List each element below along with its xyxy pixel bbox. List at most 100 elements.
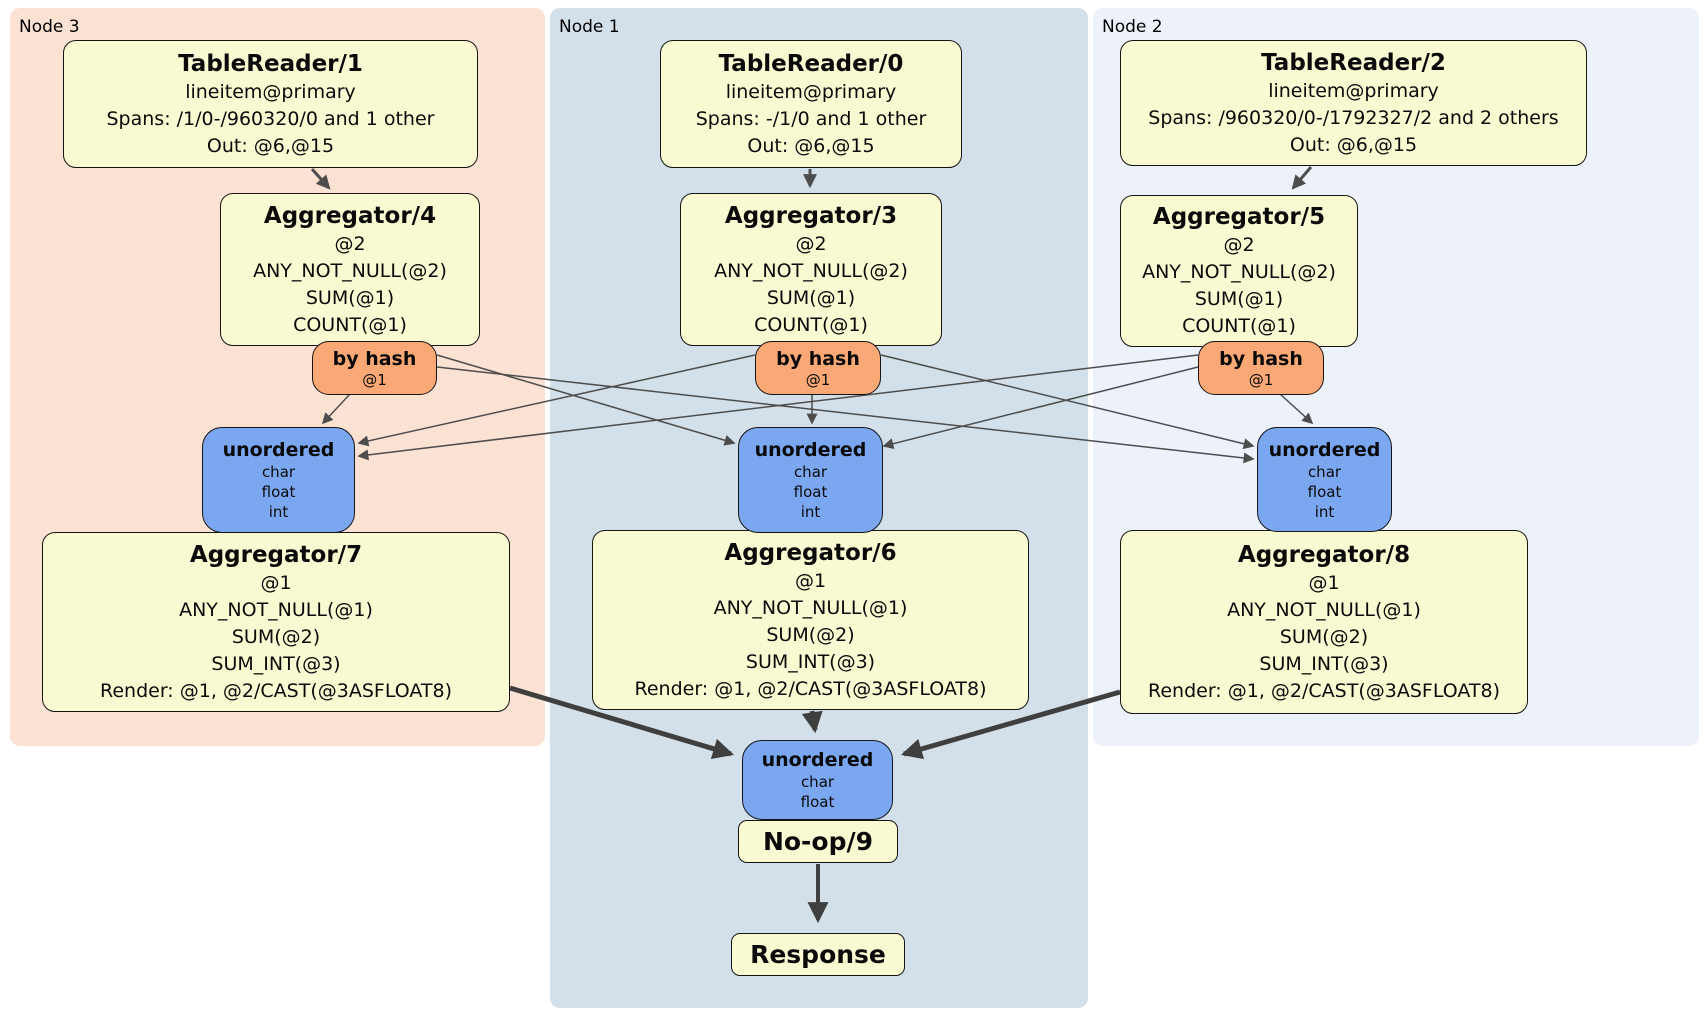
tablereader-0-box: TableReader/0 lineitem@primary Spans: -/… [660,40,962,168]
hash-router-left-cols: @1 [362,370,387,389]
aggregator-5-title: Aggregator/5 [1152,204,1326,230]
aggregator-6-box: Aggregator/6 @1 ANY_NOT_NULL(@1) SUM(@2)… [592,530,1029,710]
aggregator-8-render: Render: @1, @2/CAST(@3ASFLOAT8) [1148,679,1500,702]
unordered-sync-center-title: unordered [754,439,867,461]
tablereader-0-out: Out: @6,@15 [747,134,875,157]
aggregator-6-title: Aggregator/6 [724,539,897,566]
hash-router-right-cols: @1 [1248,370,1274,389]
aggregator-6-fn: SUM(@2) [766,623,855,646]
sync-type: char [800,773,835,791]
aggregator-8-fn: ANY_NOT_NULL(@1) [1227,598,1421,621]
aggregator-3-box: Aggregator/3 @2 ANY_NOT_NULL(@2) SUM(@1)… [680,193,942,346]
aggregator-5-groupcols: @2 [1223,234,1255,256]
aggregator-8-fn: SUM_INT(@3) [1259,652,1389,675]
unordered-sync-left: unordered char float int [202,427,355,533]
aggregator-8-box: Aggregator/8 @1 ANY_NOT_NULL(@1) SUM(@2)… [1120,530,1528,714]
sync-type: char [1307,462,1342,481]
aggregator-8-groupcols: @1 [1308,571,1340,594]
aggregator-6-groupcols: @1 [794,569,827,592]
aggregator-3-fn: COUNT(@1) [754,313,868,336]
unordered-sync-right-title: unordered [1268,438,1381,461]
node3-group-label: Node 3 [19,17,80,37]
aggregator-7-render: Render: @1, @2/CAST(@3ASFLOAT8) [100,679,452,702]
sync-type: float [1307,482,1342,501]
edge-tablereader2-aggregator5 [1291,166,1313,190]
aggregator-4-box: Aggregator/4 @2 ANY_NOT_NULL(@2) SUM(@1)… [220,193,480,346]
tablereader-1-spans: Spans: /1/0-/960320/0 and 1 other [106,107,435,130]
aggregator-6-fn: ANY_NOT_NULL(@1) [713,596,908,619]
tablereader-2-spans: Spans: /960320/0-/1792327/2 and 2 others [1148,106,1559,129]
response-box: Response [731,933,905,976]
aggregator-7-groupcols: @1 [260,571,292,594]
tablereader-1-out: Out: @6,@15 [206,134,335,157]
edge-aggregator8-final-sync [900,689,1121,760]
unordered-sync-left-title: unordered [222,439,335,461]
aggregator-4-fn: COUNT(@1) [293,313,407,336]
aggregator-8-title: Aggregator/8 [1237,541,1411,568]
sync-type: int [1314,502,1335,521]
aggregator-4-fn: SUM(@1) [305,286,395,309]
aggregator-5-fn: ANY_NOT_NULL(@2) [1142,261,1336,283]
node2-group-label: Node 2 [1102,17,1163,37]
aggregator-7-title: Aggregator/7 [189,541,363,568]
edge-router-left-sync-right [436,366,1255,464]
response-title: Response [750,940,886,969]
tablereader-2-box: TableReader/2 lineitem@primary Spans: /9… [1120,40,1587,166]
aggregator-7-fn: ANY_NOT_NULL(@1) [179,598,373,621]
unordered-sync-right: unordered char float int [1257,427,1392,532]
tablereader-0-spans: Spans: -/1/0 and 1 other [695,107,927,130]
aggregator-3-groupcols: @2 [795,232,827,255]
aggregator-3-fn: SUM(@1) [766,286,856,309]
aggregator-6-render: Render: @1, @2/CAST(@3ASFLOAT8) [634,677,987,700]
aggregator-5-box: Aggregator/5 @2 ANY_NOT_NULL(@2) SUM(@1)… [1120,195,1358,347]
tablereader-1-title: TableReader/1 [178,50,363,77]
tablereader-0-index: lineitem@primary [725,80,897,103]
sync-type: int [268,503,289,521]
aggregator-3-fn: ANY_NOT_NULL(@2) [714,259,908,282]
tablereader-2-index: lineitem@primary [1268,79,1439,102]
aggregator-8-fn: SUM(@2) [1279,625,1369,648]
node1-group-label: Node 1 [559,17,620,37]
tablereader-0-title: TableReader/0 [718,50,904,77]
edge-router-left-sync-center [436,354,736,446]
tablereader-1-box: TableReader/1 lineitem@primary Spans: /1… [63,40,478,168]
hash-router-center-cols: @1 [805,370,831,389]
hash-router-left-title: by hash [332,347,417,370]
hash-router-center-title: by hash [776,347,860,370]
edge-aggregator6-final-sync [801,710,823,734]
aggregator-5-fn: SUM(@1) [1194,288,1284,310]
hash-router-right-title: by hash [1219,347,1303,370]
aggregator-3-title: Aggregator/3 [724,202,898,229]
sync-type: int [800,503,821,521]
noop-box: No-op/9 [738,820,898,863]
sync-type: float [793,483,828,501]
tablereader-1-index: lineitem@primary [185,80,356,103]
unordered-sync-center: unordered char float int [738,427,883,533]
noop-title: No-op/9 [762,827,874,856]
aggregator-4-groupcols: @2 [334,232,366,255]
edge-tablereader1-aggregator4 [310,167,331,190]
hash-router-right: by hash @1 [1198,341,1324,395]
sync-type: float [261,483,296,501]
aggregator-4-title: Aggregator/4 [263,202,437,229]
unordered-sync-final-title: unordered [761,749,874,771]
edge-router-right-sync-center [882,366,1199,450]
sync-type: float [800,793,835,811]
hash-router-center: by hash @1 [755,341,881,395]
aggregator-6-fn: SUM_INT(@3) [745,650,876,673]
edge-router-right-sync-left [357,354,1199,461]
edge-aggregator7-final-sync [509,685,735,759]
aggregator-7-fn: SUM(@2) [231,625,321,648]
aggregator-5-fn: COUNT(@1) [1182,315,1296,337]
aggregator-7-box: Aggregator/7 @1 ANY_NOT_NULL(@1) SUM(@2)… [42,532,510,712]
aggregator-7-fn: SUM_INT(@3) [211,652,341,675]
tablereader-2-title: TableReader/2 [1261,49,1446,76]
aggregator-4-fn: ANY_NOT_NULL(@2) [253,259,447,282]
sync-type: char [261,463,296,481]
hash-router-left: by hash @1 [312,341,437,395]
edge-router-left-sync-left [321,393,351,425]
edge-router-center-sync-left [357,354,756,447]
edge-router-right-sync-right [1279,393,1314,425]
